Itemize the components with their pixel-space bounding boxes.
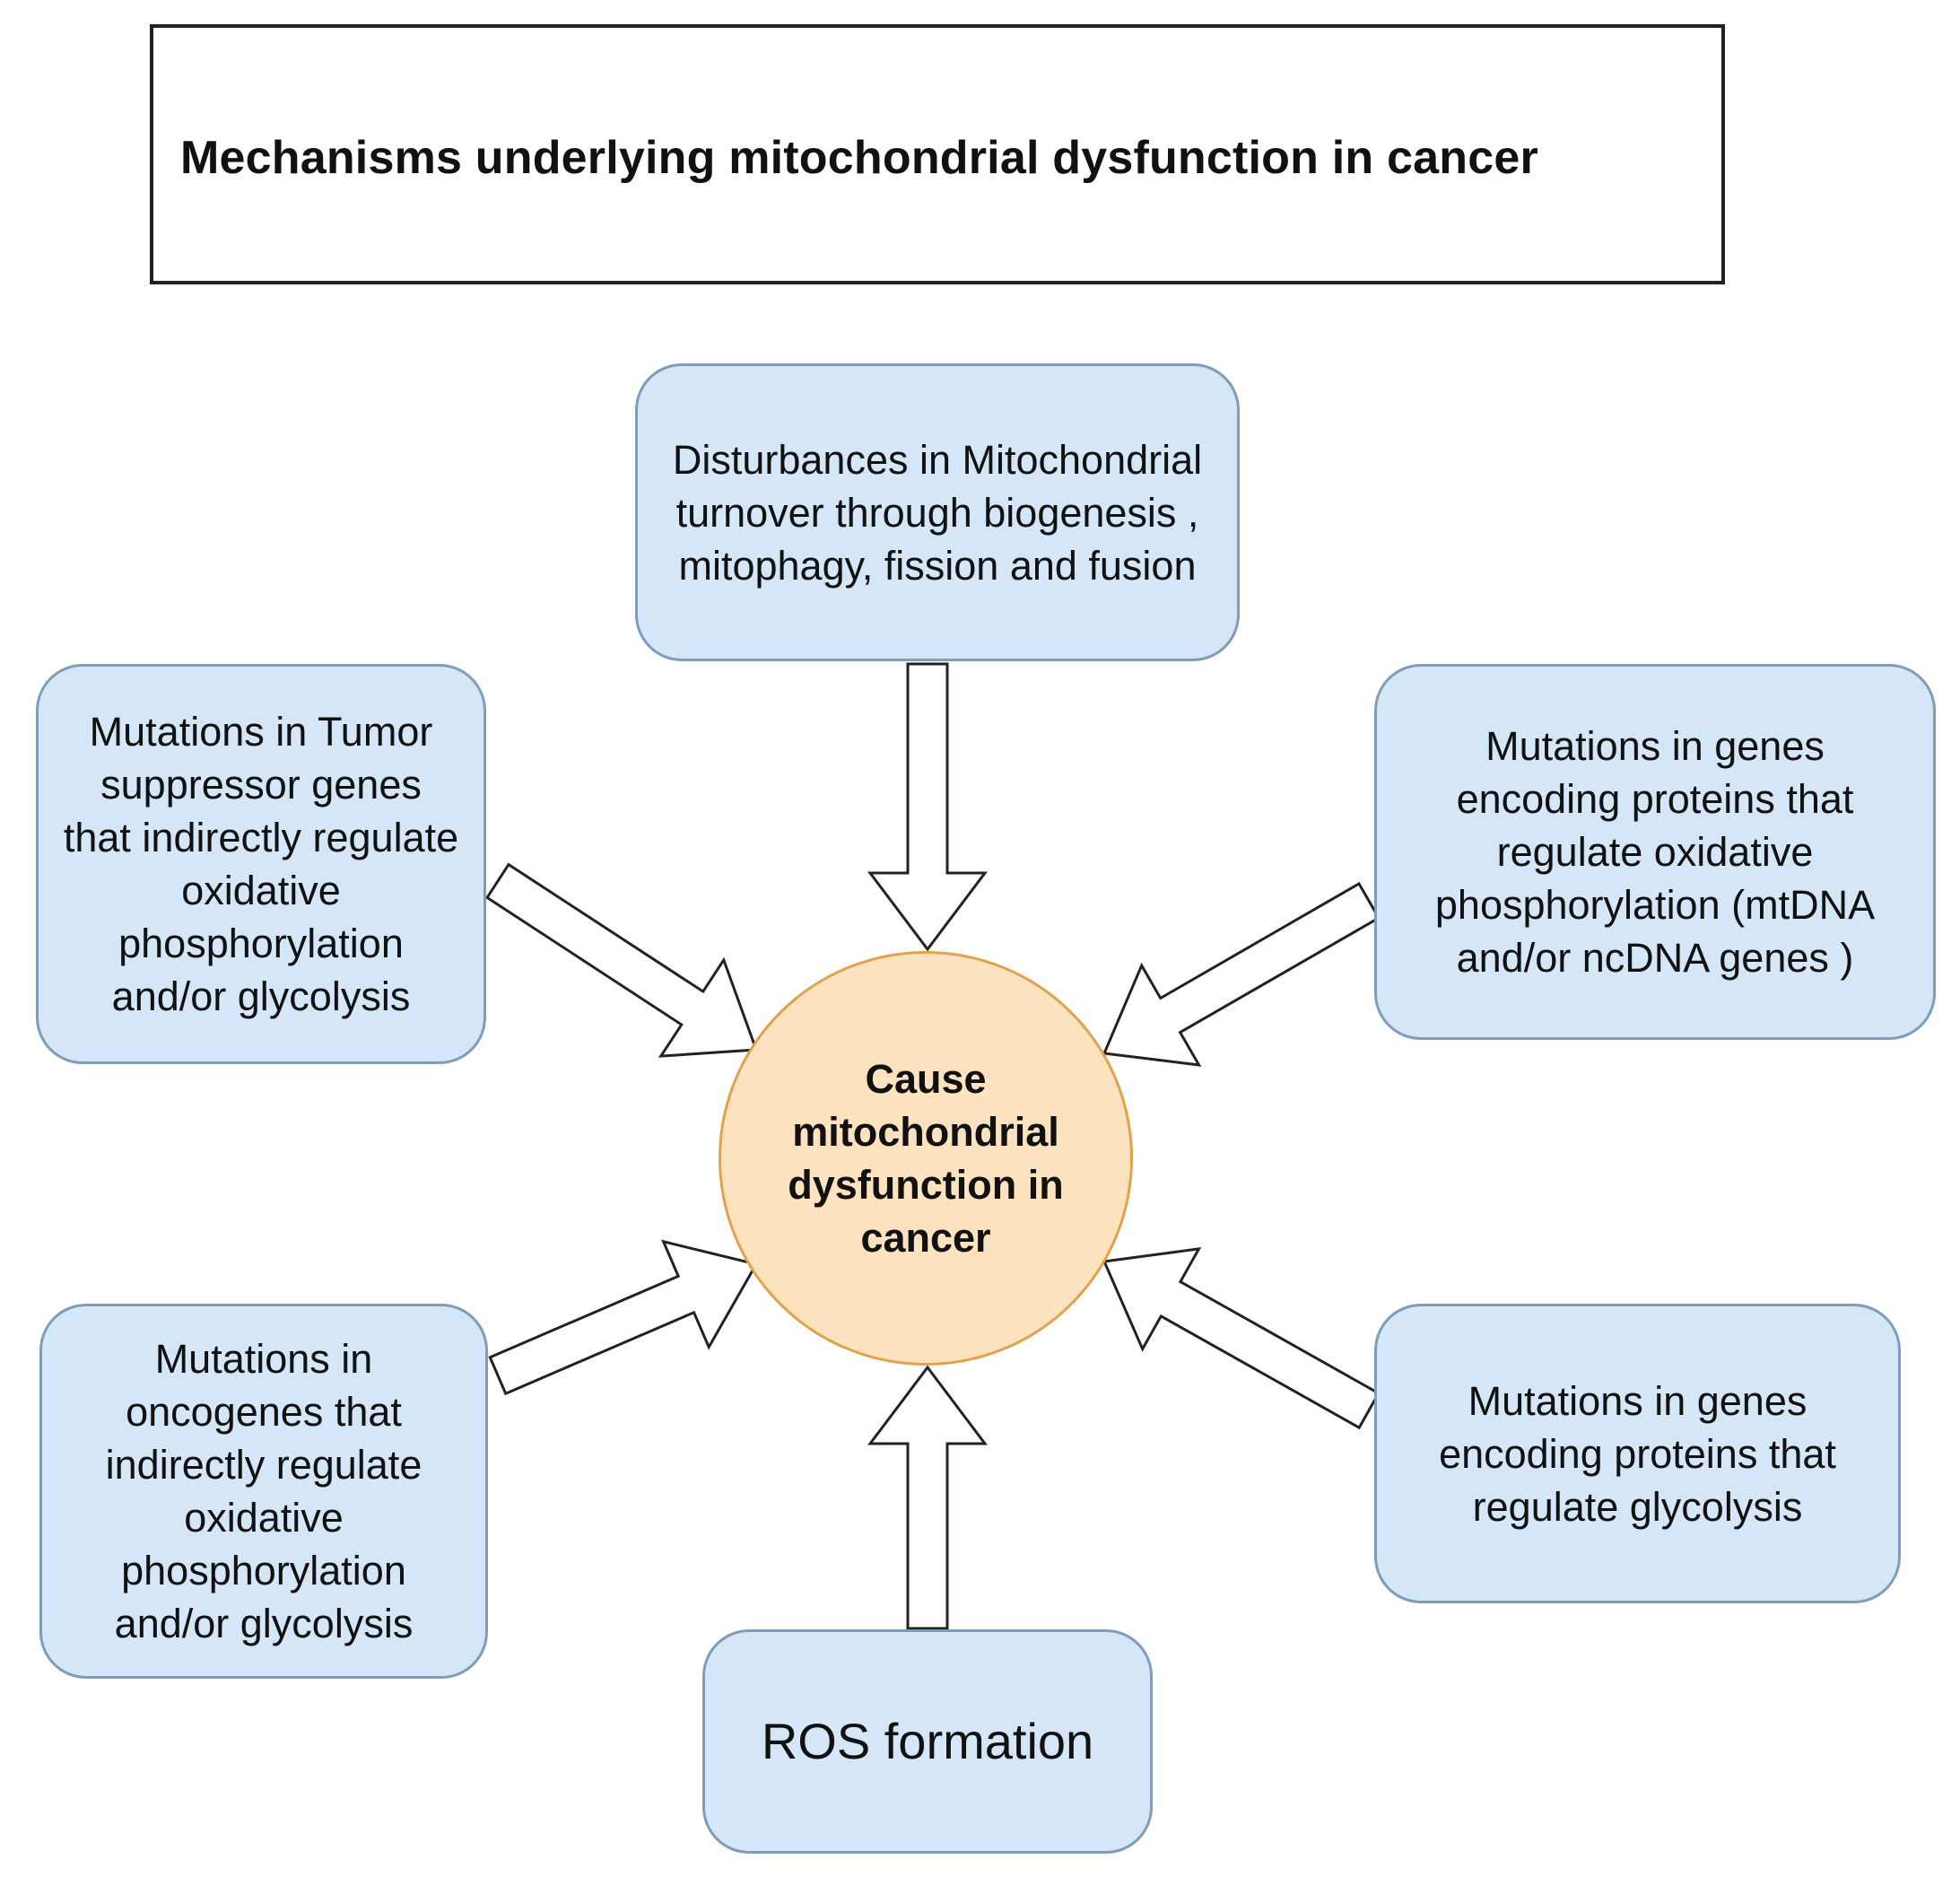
- node-oxphos-gene-mutations: Mutations in genes encoding proteins tha…: [1374, 664, 1936, 1040]
- arrow-from-ros: [867, 1365, 989, 1630]
- node-mitochondrial-turnover: Disturbances in Mitochondrial turnover t…: [635, 363, 1240, 661]
- node-ros-formation: ROS formation: [702, 1629, 1153, 1854]
- arrow-from-oxphos-genes: [1102, 881, 1381, 1067]
- node-tumor-suppressor-mutations: Mutations in Tumor suppressor genes that…: [36, 664, 486, 1064]
- center-hub-label: Cause mitochondrial dysfunction in cance…: [788, 1056, 1064, 1261]
- center-hub: Cause mitochondrial dysfunction in cance…: [719, 951, 1133, 1366]
- node-glycolysis-gene-mutations-label: Mutations in genes encoding proteins tha…: [1439, 1377, 1836, 1530]
- node-mitochondrial-turnover-label: Disturbances in Mitochondrial turnover t…: [672, 436, 1203, 589]
- node-glycolysis-gene-mutations: Mutations in genes encoding proteins tha…: [1374, 1304, 1901, 1603]
- diagram-title: Mechanisms underlying mitochondrial dysf…: [180, 132, 1538, 184]
- node-oncogene-mutations-label: Mutations in oncogenes that indirectly r…: [105, 1336, 422, 1646]
- node-oxphos-gene-mutations-label: Mutations in genes encoding proteins tha…: [1434, 723, 1876, 981]
- arrow-from-oncogenes: [488, 1239, 759, 1396]
- node-oncogene-mutations: Mutations in oncogenes that indirectly r…: [39, 1304, 488, 1679]
- arrow-from-turnover: [867, 662, 989, 952]
- arrow-from-tumor-suppressor: [484, 862, 759, 1058]
- arrow-from-glycolysis-genes: [1102, 1247, 1381, 1430]
- node-ros-formation-label: ROS formation: [761, 1713, 1094, 1769]
- title-box: Mechanisms underlying mitochondrial dysf…: [150, 24, 1725, 284]
- node-tumor-suppressor-mutations-label: Mutations in Tumor suppressor genes that…: [63, 709, 459, 1019]
